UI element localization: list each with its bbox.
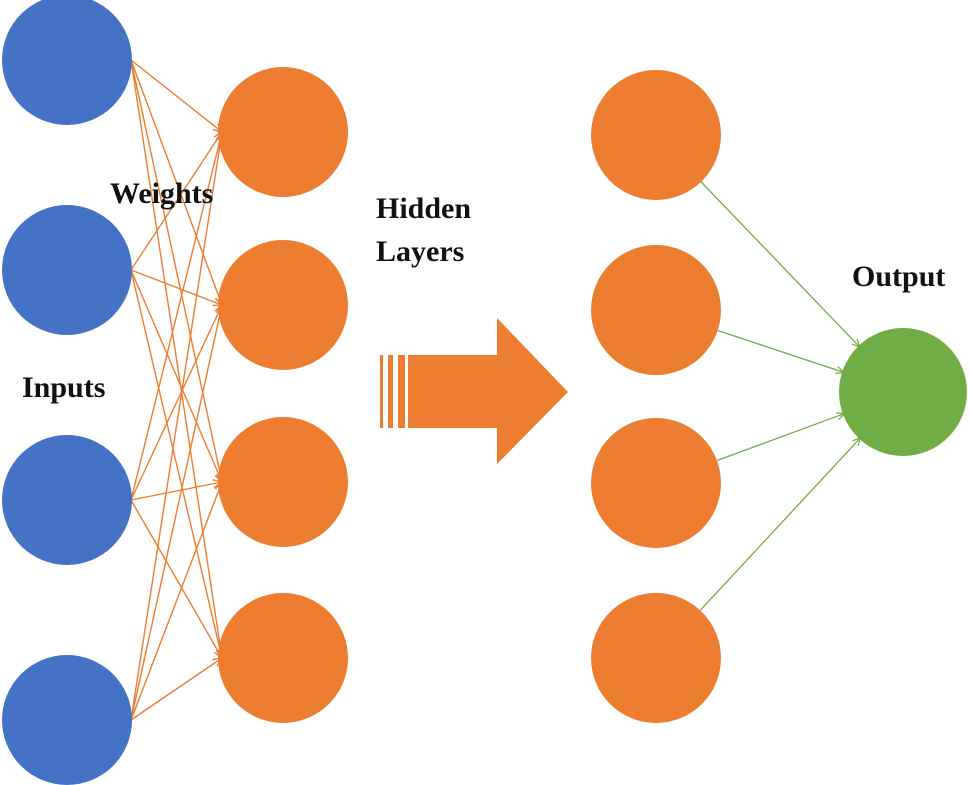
output-label: Output <box>852 260 945 293</box>
hidden-node <box>591 593 721 723</box>
inputs-label: Inputs <box>22 371 105 404</box>
weight-edge <box>130 482 222 721</box>
arrow-stripe <box>388 355 393 428</box>
arrow-head-body <box>408 318 568 464</box>
hidden-node <box>591 418 721 548</box>
output-edge <box>717 329 844 372</box>
weight-edge <box>130 59 222 658</box>
weight-edge <box>130 305 222 501</box>
weights-label: Weights <box>110 177 213 210</box>
arrow-stripe <box>398 355 405 428</box>
weight-edge <box>130 305 222 721</box>
weight-edge <box>130 658 222 721</box>
output-edge <box>699 437 861 611</box>
hidden-node <box>218 593 348 723</box>
weight-edge <box>130 59 222 482</box>
hidden-node <box>218 240 348 370</box>
weight-edges <box>130 59 222 721</box>
input-node <box>2 435 132 565</box>
weight-edge <box>130 132 222 501</box>
hidden-layers-label-line2: Layers <box>376 235 464 268</box>
hidden-layers-arrow <box>380 318 568 464</box>
output-edges <box>699 181 861 611</box>
weight-edge <box>130 59 222 132</box>
input-node <box>2 205 132 335</box>
input-layer <box>2 0 132 785</box>
arrow-stripe <box>380 355 383 428</box>
weight-edge <box>130 269 222 305</box>
output-layer <box>839 328 967 456</box>
input-node <box>2 0 132 125</box>
weight-edge <box>130 499 222 658</box>
last-hidden-layer <box>591 70 721 723</box>
first-hidden-layer <box>218 67 348 723</box>
hidden-node <box>591 70 721 200</box>
hidden-node <box>218 417 348 547</box>
hidden-node <box>218 67 348 197</box>
output-edge <box>716 413 845 462</box>
input-node <box>2 655 132 785</box>
output-edge <box>700 181 860 347</box>
weight-edge <box>130 269 222 658</box>
weight-edge <box>130 269 222 482</box>
weight-edge <box>130 132 222 721</box>
hidden-layers-label-line1: Hidden <box>376 192 471 225</box>
weight-edge <box>130 482 222 501</box>
weight-edge <box>130 132 222 271</box>
weight-edge <box>130 59 222 305</box>
output-node <box>839 328 967 456</box>
hidden-node <box>591 245 721 375</box>
